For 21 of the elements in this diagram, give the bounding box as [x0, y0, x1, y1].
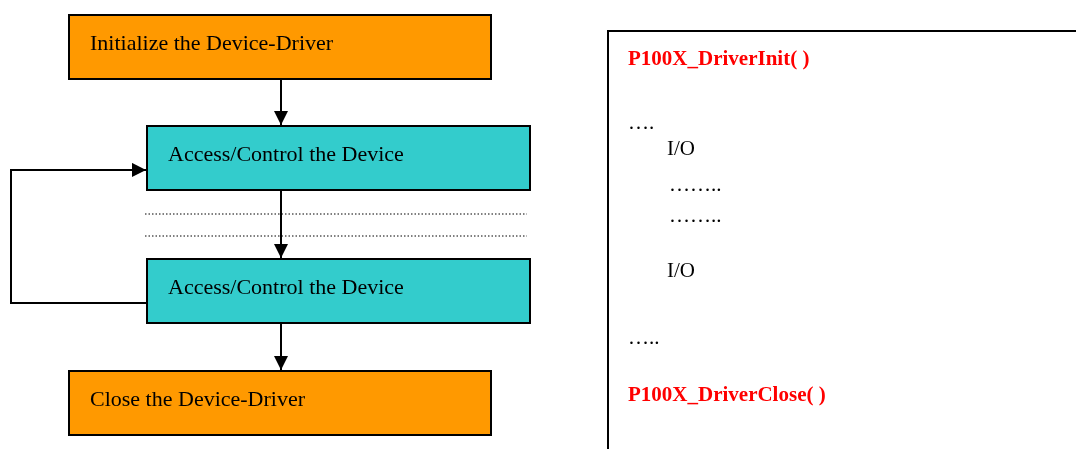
box-label: Initialize the Device-Driver — [90, 30, 334, 56]
process-box — [146, 125, 531, 191]
arrow — [274, 79, 288, 126]
process-box — [146, 258, 531, 324]
arrow — [274, 190, 288, 259]
function-call: P100X_DriverClose( ) — [628, 382, 826, 407]
function-call: P100X_DriverInit( ) — [628, 46, 810, 71]
code-line: ….. — [628, 325, 660, 350]
code-panel — [607, 30, 1076, 449]
code-line: …. — [628, 110, 655, 135]
code-line: …….. — [669, 172, 722, 197]
code-line: …….. — [669, 203, 722, 228]
box-label: Close the Device-Driver — [90, 386, 306, 412]
box-label: Access/Control the Device — [168, 141, 404, 167]
code-line: I/O — [667, 258, 695, 283]
process-box — [68, 370, 492, 436]
box-label: Access/Control the Device — [168, 274, 404, 300]
arrow — [274, 323, 288, 371]
code-line: I/O — [667, 136, 695, 161]
process-box — [68, 14, 492, 80]
arrow — [10, 162, 147, 304]
